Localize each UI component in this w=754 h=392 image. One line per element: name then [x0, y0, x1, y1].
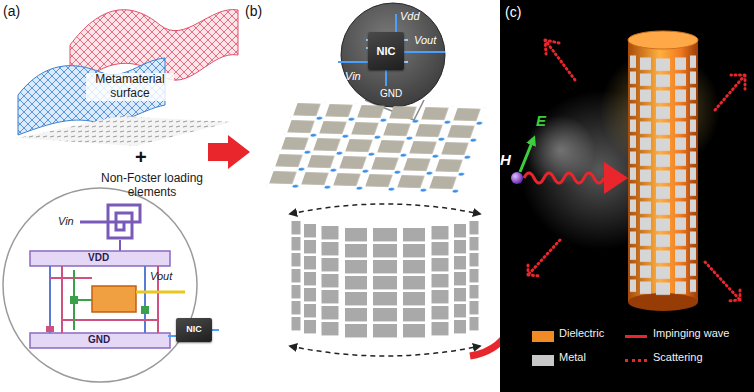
circuit-inset-part — [92, 286, 136, 312]
pin-name: Vin — [58, 215, 74, 228]
circuit-inset-part — [62, 319, 158, 321]
legend-text: Scattering — [653, 351, 703, 364]
legend-swatch — [532, 355, 554, 366]
circuit-inset-part — [212, 329, 219, 331]
circuit-inset-part — [119, 240, 121, 251]
pin-name: Vout — [414, 34, 436, 47]
scattering-scene-part — [675, 56, 686, 296]
circuit-inset-part — [100, 205, 140, 238]
bent-tile-grid-part — [373, 228, 397, 340]
scattering-scene-part — [520, 140, 533, 172]
field-label: E — [536, 112, 546, 129]
legend-swatch — [532, 331, 554, 342]
metamaterial-surfaces-part — [18, 116, 232, 146]
nic-chip: NIC — [368, 32, 404, 70]
surface-label: Metamaterial surface — [86, 73, 174, 101]
scattering-scene-part — [640, 56, 651, 296]
bent-tile-grid-part — [292, 221, 301, 333]
tile-grid-part — [266, 102, 488, 193]
metamaterial-surfaces — [18, 10, 238, 146]
plus-sign: + — [135, 146, 147, 169]
rail-name: GND — [88, 334, 110, 346]
circuit-inset-part — [46, 326, 54, 332]
chip-label: NIC — [377, 45, 396, 57]
legend-sample — [625, 359, 647, 362]
bent-tile-grid — [290, 204, 480, 356]
scattering-scene-part-part — [715, 75, 745, 110]
circuit-inset-part — [3, 188, 197, 382]
pin-name: GND — [380, 88, 402, 100]
chip-inset-part — [341, 3, 445, 107]
scattering-scene-part — [500, 0, 754, 392]
scattering-scene-part — [528, 40, 745, 301]
chip-inset-part — [404, 51, 445, 53]
bent-tile-grid-part — [454, 224, 466, 336]
chip-inset-part — [338, 61, 368, 63]
scattering-scene-part-part — [528, 240, 560, 276]
scattering-scene-part-part — [705, 262, 740, 301]
flow-arrow — [208, 135, 250, 169]
chip-inset — [338, 3, 445, 120]
legend-text: Metal — [559, 351, 586, 364]
circuit-inset-part — [61, 266, 63, 333]
circuit-inset-part — [30, 251, 170, 266]
bent-tile-grid-part — [345, 228, 367, 340]
circuit-inset-part — [136, 291, 185, 294]
scattering-scene-part — [656, 57, 670, 297]
panel-letter: (b) — [245, 3, 262, 19]
bent-tile-grid-part — [304, 224, 316, 336]
circuit-inset — [3, 188, 219, 382]
scattering-scene-part — [628, 31, 698, 49]
chip-inset-part — [395, 14, 397, 32]
legend-text: Dielectric — [559, 327, 604, 340]
bent-tile-grid-part — [432, 226, 449, 338]
legend-text: Impinging wave — [653, 327, 729, 340]
bent-tile-grid-part — [403, 228, 425, 340]
scattering-scene-part — [690, 54, 696, 294]
scattering-scene — [500, 0, 754, 392]
scattering-scene-part — [511, 172, 523, 184]
pin-name: Vin — [345, 70, 361, 83]
pin-name: Vdd — [400, 10, 420, 23]
rail-name: VDD — [88, 252, 109, 264]
scattering-scene-part — [524, 173, 604, 183]
circuit-inset-part — [80, 221, 100, 224]
panel-letter: (a) — [3, 3, 20, 19]
legend-sample — [625, 335, 647, 338]
circuit-inset-part — [144, 266, 146, 333]
bent-tile-grid-part — [322, 226, 339, 338]
circuit-inset-part — [168, 335, 176, 337]
metamaterial-surfaces-part — [18, 116, 232, 146]
chip-inset-part — [385, 70, 387, 86]
bent-tile-grid-part — [290, 346, 480, 356]
circuit-inset-part — [30, 333, 170, 348]
circuit-inset-part — [50, 277, 92, 279]
field-label: H — [500, 151, 511, 168]
tile-grid — [266, 102, 488, 193]
circuit-inset-part — [49, 266, 51, 333]
circuit-inset-part — [70, 296, 78, 304]
bent-tile-grid-part — [470, 221, 479, 333]
element-label: Non-Foster loading elements — [98, 172, 206, 200]
scattering-scene-part — [628, 40, 698, 302]
nic-chip: NIC — [176, 318, 212, 342]
panel-letter: (c) — [505, 4, 521, 20]
scattering-scene-part — [630, 54, 636, 294]
scattering-scene-part — [604, 162, 628, 194]
pin-name: Vout — [150, 270, 172, 283]
circuit-inset-part — [141, 306, 149, 314]
chip-label: NIC — [186, 325, 202, 335]
scattering-scene-part-part — [545, 40, 575, 80]
bent-tile-grid-part — [290, 204, 480, 214]
